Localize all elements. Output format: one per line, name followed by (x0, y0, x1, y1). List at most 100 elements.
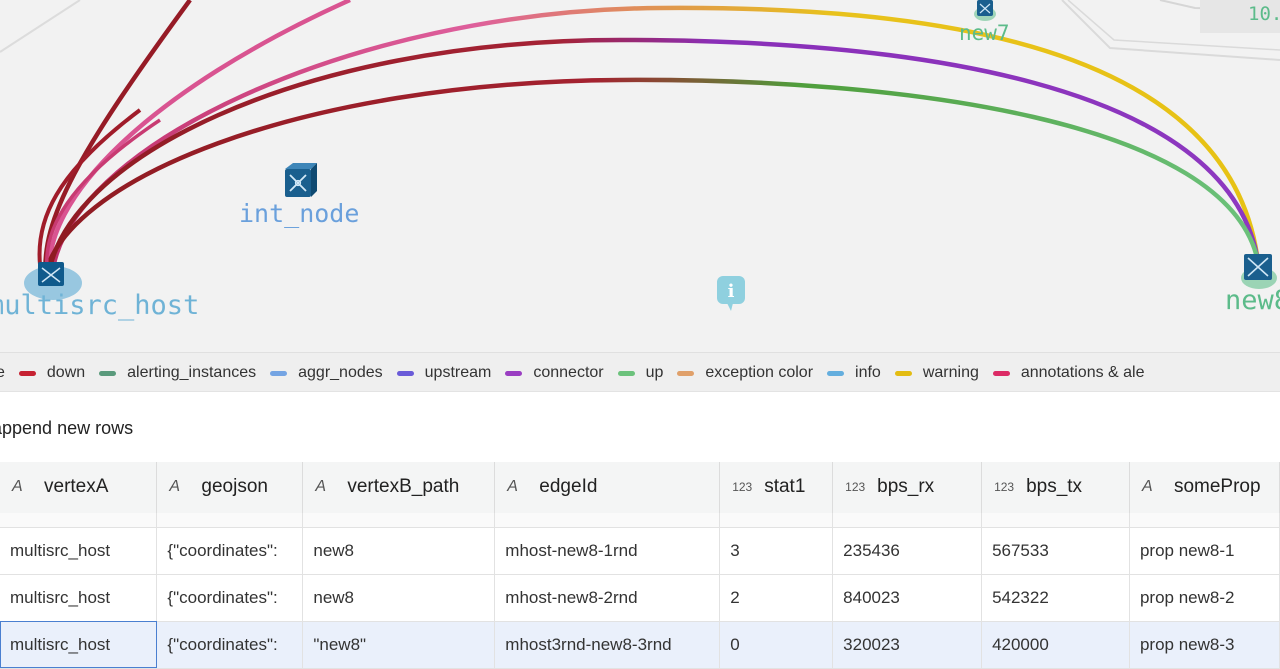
column-name: geojson (201, 476, 268, 498)
legend-item[interactable]: down (18, 364, 86, 382)
table-scroll-gap (0, 513, 1280, 528)
table-cell-edgeId[interactable]: mhost3rnd-new8-3rnd (494, 621, 721, 669)
table-cell-vertexB_path[interactable]: new8 (302, 527, 496, 575)
legend-swatch (505, 370, 523, 376)
legend-item[interactable]: annotations & ale (992, 364, 1145, 382)
table-cell-bps_rx[interactable]: 320023 (832, 621, 983, 669)
edge-warning (49, 5, 1261, 279)
table-gap-cell (494, 513, 721, 528)
legend-label: warning (922, 364, 979, 381)
table-cell-vertexA[interactable]: multisrc_host (0, 574, 158, 622)
table-cell-bps_tx[interactable]: 420000 (981, 621, 1130, 669)
table-cell-bps_rx[interactable]: 235436 (832, 527, 983, 575)
node-label-multisrc-host: multisrc_host (0, 290, 200, 321)
table-cell-bps_rx[interactable]: 840023 (832, 574, 983, 622)
legend-label: up (645, 364, 664, 381)
table-row[interactable]: multisrc_host{"coordinates":"new8"mhost3… (0, 621, 1280, 669)
legend-item[interactable]: alerting_instances (99, 364, 256, 382)
table-cell-bps_tx[interactable]: 542322 (981, 574, 1130, 622)
column-name: bps_tx (1026, 476, 1083, 498)
table-cell-geojson[interactable]: {"coordinates": (156, 527, 304, 575)
legend-label: upstream (424, 364, 492, 381)
column-name: edgeId (539, 476, 598, 498)
table-cell-someProp[interactable]: prop new8-2 (1129, 574, 1280, 622)
graph-canvas[interactable]: multisrc_host int_node new7 new8 10. i (0, 0, 1280, 352)
legend-swatch (827, 370, 845, 376)
node-label-int-node: int_node (239, 199, 360, 228)
edge-pink-2 (45, 118, 161, 277)
node-multisrc-host-icon[interactable] (22, 256, 84, 304)
column-name: bps_rx (877, 476, 935, 498)
table-cell-vertexA[interactable]: multisrc_host (0, 621, 158, 669)
legend-swatch (99, 370, 117, 376)
info-marker-icon[interactable]: i (715, 275, 747, 315)
legend-label: connector (533, 364, 604, 381)
node-label-new8: new8 (1225, 285, 1280, 316)
legend-item[interactable]: up (617, 364, 664, 382)
legend-item[interactable]: aggr_nodes (270, 364, 383, 382)
edge-connector (45, 37, 1261, 281)
legend-swatch (270, 370, 288, 376)
legend-bar: se down alerting_instances aggr_nodes upstre… (0, 352, 1280, 392)
table-cell-geojson[interactable]: {"coordinates": (156, 574, 304, 622)
legend-item[interactable]: connector (505, 364, 604, 382)
string-type-icon: A (12, 478, 23, 496)
table-cell-vertexB_path[interactable]: new8 (302, 574, 496, 622)
legend-swatch (617, 370, 635, 376)
table-gap-cell (0, 513, 158, 528)
node-int-node-icon[interactable] (283, 163, 319, 199)
string-type-icon: A (507, 478, 518, 496)
legend-label: exception color (705, 364, 814, 381)
legend-swatch (677, 370, 695, 376)
node-new7-icon[interactable] (972, 0, 998, 22)
table-cell-geojson[interactable]: {"coordinates": (156, 621, 304, 669)
table-gap-cell (719, 513, 834, 528)
column-name: stat1 (764, 476, 806, 498)
column-name: vertexB_path (347, 476, 460, 498)
legend-item[interactable]: upstream (396, 364, 492, 382)
node-new8-icon[interactable] (1238, 250, 1280, 292)
string-type-icon: A (1141, 478, 1153, 496)
string-type-icon: A (169, 478, 181, 496)
legend-item[interactable]: exception color (677, 364, 813, 382)
legend-swatch (396, 370, 414, 376)
svg-text:i: i (728, 281, 735, 302)
table-cell-someProp[interactable]: prop new8-1 (1129, 527, 1280, 575)
legend-item[interactable]: warning (894, 364, 979, 382)
table-cell-stat1[interactable]: 3 (719, 527, 834, 575)
edge-up (41, 77, 1261, 281)
table-cell-stat1[interactable]: 0 (719, 621, 834, 669)
panel-title: append new rows (0, 418, 134, 438)
edge-down-2 (37, 108, 142, 279)
table-cell-edgeId[interactable]: mhost-new8-1rnd (494, 527, 721, 575)
table-cell-vertexA[interactable]: multisrc_host (0, 527, 158, 575)
node-label-partial: 10. (1248, 3, 1280, 25)
table-gap-cell (981, 513, 1130, 528)
table-cell-stat1[interactable]: 2 (719, 574, 834, 622)
table-gap-cell (156, 513, 304, 528)
node-label-new7: new7 (959, 21, 1010, 45)
legend-label: info (855, 364, 881, 381)
table-cell-bps_tx[interactable]: 567533 (981, 527, 1130, 575)
legend-item[interactable]: se (0, 364, 5, 382)
edge-annotation (47, 0, 351, 279)
legend-swatch (992, 370, 1010, 376)
legend-label: down (46, 364, 86, 381)
table-cell-someProp[interactable]: prop new8-3 (1129, 621, 1280, 669)
legend-label: se (0, 364, 5, 382)
legend-item[interactable]: info (827, 364, 881, 382)
table-cell-vertexB_path[interactable]: "new8" (302, 621, 496, 669)
table-cell-edgeId[interactable]: mhost-new8-2rnd (494, 574, 721, 622)
